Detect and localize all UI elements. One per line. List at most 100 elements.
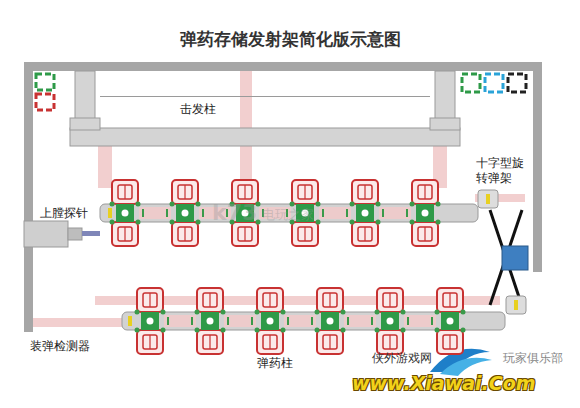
mark bbox=[407, 317, 409, 325]
part-label: 上膛探针 bbox=[40, 205, 88, 222]
pin bbox=[255, 328, 260, 333]
node-label: 击发柱 bbox=[180, 101, 216, 118]
core-dot bbox=[362, 210, 369, 217]
mark bbox=[431, 317, 433, 325]
shell-line bbox=[424, 227, 425, 241]
pin bbox=[281, 310, 286, 315]
shell-cap bbox=[137, 288, 163, 312]
shell-inner bbox=[203, 335, 217, 349]
shell-line bbox=[364, 185, 365, 199]
core bbox=[441, 312, 459, 330]
ammo-unit bbox=[170, 180, 201, 246]
core bbox=[176, 204, 194, 222]
ammo-unit bbox=[315, 288, 346, 354]
pink-slot bbox=[164, 315, 196, 327]
mark bbox=[202, 209, 204, 217]
firing-assembly bbox=[70, 71, 460, 146]
shell-inner bbox=[418, 227, 432, 241]
shell-line bbox=[149, 293, 150, 307]
shell-cap bbox=[437, 288, 463, 312]
pin bbox=[281, 328, 286, 333]
shell-line bbox=[389, 293, 390, 307]
pin bbox=[196, 220, 201, 225]
core-dot bbox=[447, 318, 454, 325]
watermark: k73 bbox=[212, 200, 257, 225]
shell-inner bbox=[238, 227, 252, 241]
shell-cap bbox=[137, 330, 163, 354]
pin bbox=[221, 328, 226, 333]
shell-inner bbox=[203, 293, 217, 307]
shell-cap bbox=[232, 222, 258, 246]
loading-probe bbox=[24, 221, 100, 247]
indicators bbox=[36, 74, 526, 110]
shell-line bbox=[449, 293, 450, 307]
shell-inner bbox=[418, 185, 432, 199]
core-dot bbox=[207, 318, 214, 325]
pin bbox=[350, 220, 355, 225]
shell-line bbox=[329, 293, 330, 307]
ammo-unit bbox=[255, 288, 286, 354]
pink-beams bbox=[30, 62, 525, 327]
mark bbox=[311, 317, 313, 325]
pin bbox=[110, 220, 115, 225]
pin bbox=[376, 220, 381, 225]
core-dot bbox=[122, 210, 129, 217]
shell-inner bbox=[143, 335, 157, 349]
shell-inner bbox=[238, 185, 252, 199]
shell-line bbox=[209, 335, 210, 349]
pin bbox=[375, 310, 380, 315]
pin bbox=[315, 310, 320, 315]
core-dot bbox=[422, 210, 429, 217]
pin bbox=[375, 328, 380, 333]
mark bbox=[371, 317, 373, 325]
watermark: 电玩之家 bbox=[262, 206, 314, 224]
ammo-unit bbox=[135, 288, 166, 354]
pin bbox=[461, 328, 466, 333]
pin bbox=[136, 220, 141, 225]
shell-cap bbox=[257, 288, 283, 312]
shell-cap bbox=[377, 330, 403, 354]
shell-cap bbox=[112, 180, 138, 204]
shell-inner bbox=[323, 335, 337, 349]
pin bbox=[255, 310, 260, 315]
shell-cap bbox=[377, 288, 403, 312]
core bbox=[261, 312, 279, 330]
ammo-unit bbox=[375, 288, 406, 354]
shell-inner bbox=[298, 185, 312, 199]
core bbox=[356, 204, 374, 222]
pin bbox=[436, 202, 441, 207]
shell-cap bbox=[257, 330, 283, 354]
pink-slot bbox=[404, 315, 436, 327]
shell-inner bbox=[143, 293, 157, 307]
mark bbox=[166, 209, 168, 217]
shell-line bbox=[304, 227, 305, 241]
shell-cap bbox=[412, 180, 438, 204]
mark bbox=[227, 317, 229, 325]
marker bbox=[108, 208, 112, 218]
shell-inner bbox=[178, 185, 192, 199]
part-label: 弹药柱 bbox=[257, 355, 293, 372]
pin bbox=[161, 328, 166, 333]
pin bbox=[436, 220, 441, 225]
pin bbox=[221, 310, 226, 315]
pin bbox=[341, 328, 346, 333]
ammo-unit bbox=[110, 180, 141, 246]
shell-line bbox=[364, 227, 365, 241]
pink-slot bbox=[379, 207, 411, 219]
shell-inner bbox=[118, 185, 132, 199]
pin bbox=[315, 328, 320, 333]
part-label: 装弹检测器 bbox=[30, 338, 90, 355]
core bbox=[116, 204, 134, 222]
mark bbox=[382, 209, 384, 217]
pin bbox=[135, 328, 140, 333]
ammo-unit bbox=[195, 288, 226, 354]
pin bbox=[401, 310, 406, 315]
shell-inner bbox=[118, 227, 132, 241]
pin bbox=[435, 328, 440, 333]
shell-inner bbox=[298, 227, 312, 241]
pin bbox=[435, 310, 440, 315]
shell-line bbox=[269, 335, 270, 349]
frame bbox=[24, 62, 542, 332]
shell-cap bbox=[352, 222, 378, 246]
